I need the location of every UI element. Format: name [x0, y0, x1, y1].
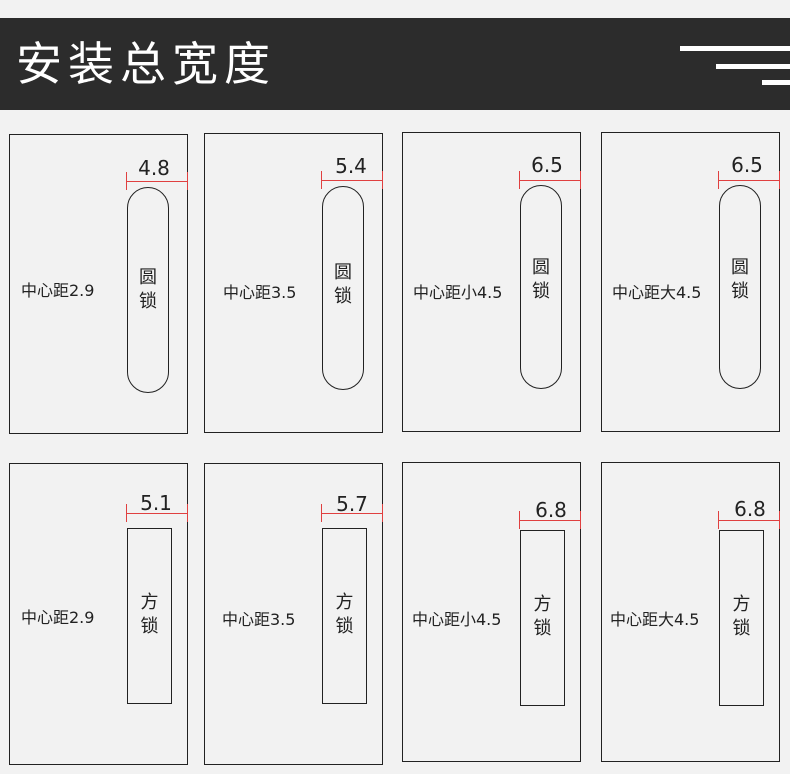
lock-text-line1: 圆 — [334, 262, 352, 283]
center-distance-label: 中心距2.9 — [21, 281, 95, 300]
lock-text-line1: 方 — [732, 594, 751, 615]
center-distance-label: 中心距小4.5 — [413, 283, 503, 302]
width-value: 6.8 — [734, 497, 766, 521]
lock-text-line2: 锁 — [334, 286, 352, 307]
spec-card-round-1: 中心距2.9 4.8 圆 锁 — [9, 134, 188, 434]
spec-card-round-3: 中心距小4.5 6.5 圆 锁 — [402, 132, 581, 432]
lock-text-line2: 锁 — [731, 281, 749, 302]
width-value: 5.4 — [335, 154, 367, 178]
lock-text-line2: 锁 — [139, 291, 157, 312]
center-distance-label: 中心距大4.5 — [612, 283, 702, 302]
lock-text-line1: 方 — [140, 592, 159, 613]
width-dimension-line — [321, 180, 383, 181]
lock-text-line2: 锁 — [140, 616, 159, 637]
spec-card-round-4: 中心距大4.5 6.5 圆 锁 — [601, 132, 780, 432]
width-dimension-line — [718, 520, 780, 521]
header-bar: 安装总宽度 — [0, 18, 790, 110]
lock-text-line2: 锁 — [533, 618, 552, 639]
lock-text-line2: 锁 — [732, 618, 751, 639]
width-dimension-line — [519, 520, 581, 521]
square-lock-shape: 方 锁 — [719, 530, 764, 706]
round-lock-shape: 圆 锁 — [719, 185, 761, 389]
square-lock-shape: 方 锁 — [520, 530, 565, 706]
lock-text-line2: 锁 — [335, 616, 354, 637]
lock-text-line1: 方 — [533, 594, 552, 615]
spec-card-square-3: 中心距小4.5 6.8 方 锁 — [402, 462, 581, 762]
spec-card-square-4: 中心距大4.5 6.8 方 锁 — [601, 462, 780, 762]
center-distance-label: 中心距大4.5 — [610, 610, 700, 629]
square-lock-shape: 方 锁 — [322, 528, 367, 704]
center-distance-label: 中心距小4.5 — [412, 610, 502, 629]
center-distance-label: 中心距2.9 — [21, 608, 95, 627]
width-value: 5.7 — [336, 492, 368, 516]
width-dimension-line — [519, 180, 581, 181]
square-lock-shape: 方 锁 — [127, 528, 172, 704]
width-value: 5.1 — [140, 491, 172, 515]
width-dimension-line — [718, 180, 780, 181]
lock-text-line2: 锁 — [532, 281, 550, 302]
lock-text-line1: 方 — [335, 592, 354, 613]
width-value: 6.8 — [535, 498, 567, 522]
round-lock-shape: 圆 锁 — [520, 185, 562, 389]
width-dimension-line — [126, 181, 188, 182]
width-dimension-line — [126, 513, 188, 514]
width-value: 4.8 — [138, 156, 170, 180]
spec-card-round-2: 中心距3.5 5.4 圆 锁 — [204, 133, 383, 433]
decorative-stripes-icon — [680, 18, 790, 110]
center-distance-label: 中心距3.5 — [222, 610, 296, 629]
lock-text-line1: 圆 — [731, 257, 749, 278]
lock-text-line1: 圆 — [532, 257, 550, 278]
center-distance-label: 中心距3.5 — [223, 283, 297, 302]
width-value: 6.5 — [731, 153, 763, 177]
round-lock-shape: 圆 锁 — [127, 187, 169, 393]
round-lock-shape: 圆 锁 — [322, 186, 364, 390]
spec-card-square-2: 中心距3.5 5.7 方 锁 — [204, 463, 383, 765]
lock-text-line1: 圆 — [139, 267, 157, 288]
width-value: 6.5 — [531, 153, 563, 177]
spec-card-square-1: 中心距2.9 5.1 方 锁 — [9, 463, 188, 765]
page-title: 安装总宽度 — [16, 37, 276, 91]
width-dimension-line — [321, 513, 383, 514]
